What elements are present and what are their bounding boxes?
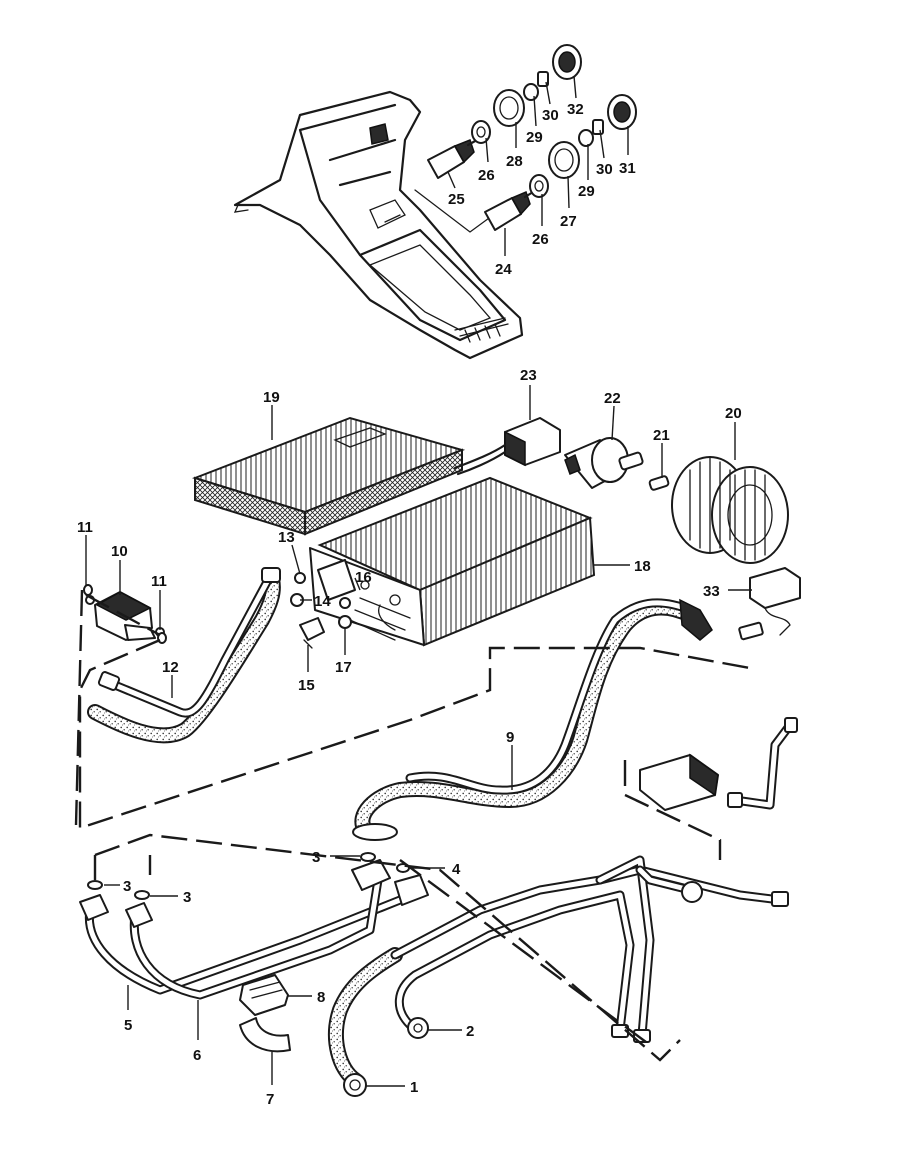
callout-26a: 26: [478, 167, 495, 184]
center-console: [233, 90, 524, 360]
assembly-dashes: [74, 589, 751, 1062]
blower-fan: [671, 456, 789, 564]
callout-1: 1: [410, 1079, 418, 1096]
clamp-7: [239, 1017, 291, 1053]
callout-3c: 3: [312, 849, 320, 866]
callout-17: 17: [335, 659, 352, 676]
connector-33: [738, 567, 801, 641]
callout-3a: 3: [123, 878, 131, 895]
callout-7: 7: [266, 1091, 274, 1108]
blower-motor: [564, 437, 670, 491]
callout-labels: 1 2 3 3 3 3 4 5 6 7 8 9 10 11 11 12 13 1…: [77, 101, 742, 1108]
callout-4: 4: [452, 861, 461, 878]
switch-24: [484, 190, 535, 231]
leader-lines: [85, 75, 752, 1087]
hose-1: [327, 947, 403, 1097]
callout-5: 5: [124, 1017, 132, 1034]
callout-20: 20: [725, 405, 742, 422]
suction-hose-12: [87, 567, 281, 744]
callout-16: 16: [355, 569, 372, 586]
switch-25: [427, 138, 479, 179]
callout-6: 6: [193, 1047, 201, 1064]
callout-31: 31: [619, 160, 636, 177]
bracket-8: [239, 974, 289, 1016]
callout-30a: 30: [542, 107, 559, 124]
callout-2: 2: [466, 1023, 474, 1040]
callout-8: 8: [317, 989, 325, 1006]
callout-26b: 26: [532, 231, 549, 248]
filter-element: [191, 416, 466, 536]
callout-13: 13: [278, 529, 295, 546]
callout-21: 21: [653, 427, 670, 444]
callout-15: 15: [298, 677, 315, 694]
callout-29b: 29: [578, 183, 595, 200]
callout-11a: 11: [77, 519, 93, 536]
callout-30b: 30: [596, 161, 613, 178]
callout-23: 23: [520, 367, 537, 384]
callout-10: 10: [111, 543, 128, 560]
callout-18: 18: [634, 558, 651, 575]
callout-3b: 3: [183, 889, 191, 906]
pipe-bundle: [390, 855, 789, 1043]
callout-22: 22: [604, 390, 621, 407]
callout-27: 27: [560, 213, 577, 230]
callout-9: 9: [506, 729, 514, 746]
hose-9: [352, 598, 713, 841]
callout-19: 19: [263, 389, 280, 406]
valve-fittings: [290, 559, 356, 649]
callout-25: 25: [448, 191, 465, 208]
callout-24: 24: [495, 261, 512, 278]
callout-11b: 11: [151, 573, 167, 590]
callout-12: 12: [162, 659, 179, 676]
blower-relay: [453, 417, 561, 476]
callout-14: 14: [314, 593, 331, 610]
knob-rings: [471, 44, 637, 198]
callout-32: 32: [567, 101, 584, 118]
pipe-5-6: [79, 859, 429, 1000]
callout-29a: 29: [526, 129, 543, 146]
callout-33: 33: [703, 583, 720, 600]
pressure-switch: [639, 717, 798, 811]
callout-28: 28: [506, 153, 523, 170]
